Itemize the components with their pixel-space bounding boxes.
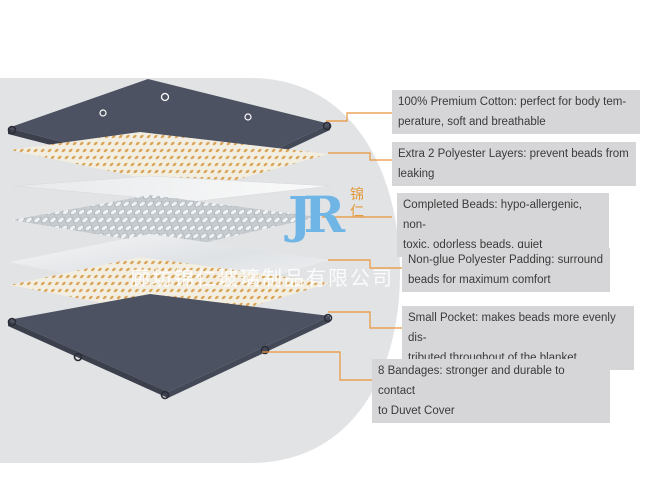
polyester-layer bbox=[10, 132, 328, 190]
label-padding-line2: beads for maximum comfort bbox=[408, 274, 551, 286]
label-polyester-line1: Extra 2 Polyester Layers: prevent beads … bbox=[398, 148, 629, 160]
logo-chars: 锦仁 bbox=[350, 187, 364, 220]
leader-lines bbox=[262, 112, 402, 381]
logo-mark: JR bbox=[288, 185, 345, 244]
beads-layer bbox=[12, 195, 318, 248]
label-padding: Non-glue Polyester Padding: surround bea… bbox=[402, 248, 610, 292]
label-polyester: Extra 2 Polyester Layers: prevent beads … bbox=[392, 142, 636, 186]
inner-sheet bbox=[13, 175, 331, 203]
pocket-cover-layer bbox=[7, 294, 333, 400]
label-polyester-line2: leaking bbox=[398, 168, 435, 180]
label-cotton-line2: perature, soft and breathable bbox=[398, 116, 546, 128]
polyester-layer-bottom bbox=[10, 257, 330, 322]
label-cotton-line1: 100% Premium Cotton: perfect for body te… bbox=[398, 96, 627, 108]
label-padding-line1: Non-glue Polyester Padding: surround bbox=[408, 254, 603, 266]
label-bandages-line1: 8 Bandages: stronger and durable to cont… bbox=[378, 365, 565, 397]
label-beads: Completed Beads: hypo-allergenic, non- t… bbox=[397, 193, 609, 257]
company-watermark: 廊坊锦仁玻璃制品有限公司 bbox=[130, 266, 394, 290]
label-beads-line1: Completed Beads: hypo-allergenic, non- bbox=[403, 199, 582, 231]
label-bandages-line2: to Duvet Cover bbox=[378, 405, 455, 417]
label-bandages: 8 Bandages: stronger and durable to cont… bbox=[372, 359, 610, 423]
label-cotton: 100% Premium Cotton: perfect for body te… bbox=[392, 90, 640, 134]
label-pocket-line1: Small Pocket: makes beads more evenly di… bbox=[408, 312, 616, 344]
brand-logo: JR 锦仁 bbox=[288, 185, 364, 244]
